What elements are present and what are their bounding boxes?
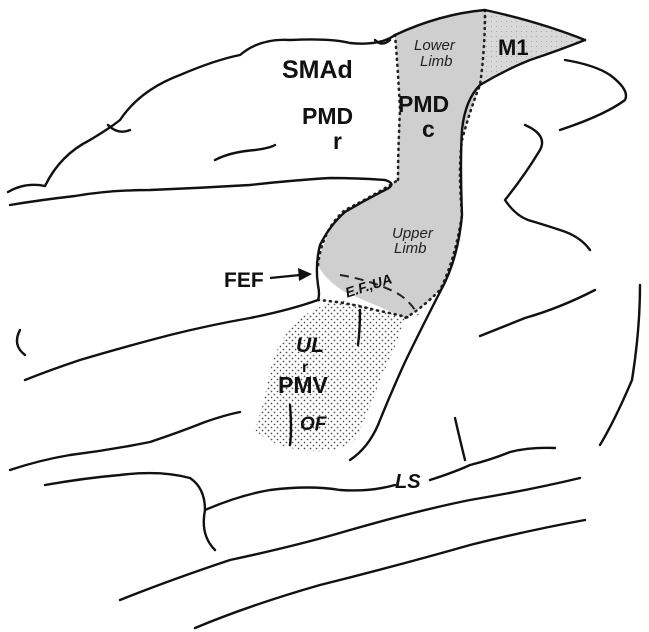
label-pmv: PMV [278, 372, 329, 398]
intraparietal-sulcus [480, 290, 595, 336]
orbital-outline [45, 473, 215, 550]
arrow-right-icon [270, 268, 312, 281]
frontal-pole-outline [17, 330, 25, 355]
label-lower-limb-1: Lower [414, 37, 456, 54]
label-pmd-c-1: PMD [398, 91, 449, 117]
temporal-upper-outline [205, 485, 395, 510]
ventral-frontal-outline [10, 412, 240, 470]
label-ul: UL [296, 334, 324, 357]
posterior-outline [600, 285, 640, 445]
label-upper-limb-2: Limb [394, 240, 427, 257]
temporal-lower-outline [195, 520, 585, 628]
temporal-outline [120, 478, 580, 600]
posterior-gyrus-outline [505, 125, 590, 250]
label-pmd-c-2: c [422, 116, 435, 142]
label-pmd-r-2: r [333, 128, 342, 154]
label-lower-limb-2: Limb [420, 53, 453, 70]
posterior-upper-sulcus [560, 60, 626, 130]
label-m1: M1 [498, 35, 529, 60]
principal-sulcus [215, 145, 275, 160]
label-pmd-r-1: PMD [302, 103, 353, 129]
label-fef: FEF [224, 269, 264, 292]
lateral-sulcus-branch [455, 418, 465, 460]
pmv-sulcus [290, 405, 291, 445]
label-ls: LS [395, 471, 421, 493]
label-smad: SMAd [282, 56, 353, 84]
lateral-sulcus [430, 448, 555, 480]
label-of: OF [300, 414, 328, 435]
